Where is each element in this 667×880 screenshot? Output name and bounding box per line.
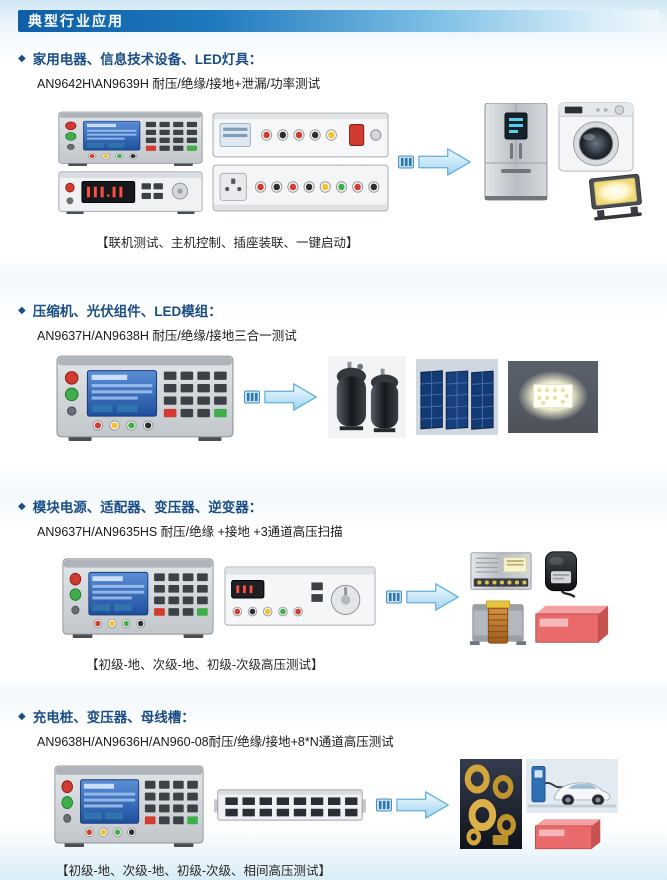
section-ev-chargers: ◆ 充电桩、变压器、母线槽： AN9638H/AN9636H/AN960-08耐…	[18, 706, 649, 879]
section-home-appliances: ◆ 家用电器、信息技术设备、LED灯具： AN9642H\AN9639H 耐压/…	[18, 48, 649, 251]
section-images-row	[54, 759, 649, 851]
page-title: 典型行业应用	[28, 13, 124, 29]
section-heading: 模块电源、适配器、变压器、逆变器：	[32, 500, 263, 515]
arrow-right-icon	[396, 789, 450, 821]
flow-arrow-group	[376, 789, 450, 821]
hipot-tester-image	[58, 110, 203, 166]
diamond-bullet-icon: ◆	[18, 500, 26, 512]
application-images	[460, 759, 620, 851]
connector-icon	[244, 390, 260, 404]
section-heading-row: ◆ 家用电器、信息技术设备、LED灯具：	[18, 48, 649, 68]
hipot-tester-image	[56, 353, 234, 441]
power-adapter-image	[540, 549, 582, 599]
socket-test-box-image	[212, 111, 389, 159]
flow-arrow-group	[244, 381, 318, 413]
flow-arrow-group	[398, 146, 472, 178]
section-subtitle: AN9637H/AN9635HS 耐压/绝缘 +接地 +3通道高压扫描	[37, 525, 343, 539]
scanner-unit-image	[214, 788, 366, 822]
ev-charging-image	[526, 759, 618, 813]
washing-machine-image	[557, 101, 635, 173]
arrow-right-icon	[406, 581, 460, 613]
section-images-row	[56, 353, 649, 441]
transformer-image	[470, 599, 526, 645]
tester-stack	[58, 110, 203, 214]
section-heading-row: ◆ 模块电源、适配器、变压器、逆变器：	[18, 496, 649, 516]
diamond-bullet-icon: ◆	[18, 304, 26, 316]
section-images-row	[62, 549, 649, 645]
terminal-box-image	[212, 163, 389, 213]
terminal-panel-image	[224, 565, 376, 629]
hipot-tester-image	[62, 556, 214, 638]
connector-icon	[398, 155, 414, 169]
section-heading-row: ◆ 充电桩、变压器、母线槽：	[18, 706, 649, 726]
section-heading-row: ◆ 压缩机、光伏组件、LED模组：	[18, 300, 649, 320]
connector-icon	[376, 798, 392, 812]
diamond-bullet-icon: ◆	[18, 52, 26, 64]
section-caption: 【初级-地、次级-地、初级-次级、相间高压测试】	[56, 864, 331, 878]
section-subtitle: AN9637H/AN9638H 耐压/绝缘/接地三合一测试	[37, 329, 297, 343]
diamond-bullet-icon: ◆	[18, 710, 26, 722]
section-heading: 家用电器、信息技术设备、LED灯具：	[32, 52, 263, 67]
power-meter-image	[58, 170, 203, 214]
section-subtitle: AN9638H/AN9636H/AN960-08耐压/绝缘/接地+8*N通道高压…	[37, 735, 394, 749]
fixture-stack	[212, 111, 389, 213]
arrow-right-icon	[264, 381, 318, 413]
section-caption: 【初级-地、次级-地、初级-次级高压测试】	[86, 658, 324, 672]
refrigerator-image	[481, 103, 551, 203]
switching-power-supply-image	[470, 551, 532, 593]
led-floodlight-image	[585, 173, 647, 221]
section-power-modules: ◆ 模块电源、适配器、变压器、逆变器： AN9637H/AN9635HS 耐压/…	[18, 496, 649, 673]
flow-arrow-group	[386, 581, 460, 613]
solar-panels-image	[416, 359, 498, 435]
page-header-bar: 典型行业应用	[18, 10, 659, 32]
power-module-image	[532, 603, 610, 645]
hipot-tester-image	[54, 763, 204, 847]
section-compressors-pv: ◆ 压缩机、光伏组件、LED模组： AN9637H/AN9638H 耐压/绝缘/…	[18, 300, 649, 441]
compressors-image	[328, 356, 406, 438]
section-heading: 压缩机、光伏组件、LED模组：	[32, 304, 222, 319]
arrow-right-icon	[418, 146, 472, 178]
application-images	[481, 101, 649, 223]
connector-icon	[386, 590, 402, 604]
power-module-image	[532, 817, 602, 851]
section-images-row	[58, 101, 649, 223]
magnetic-cores-image	[460, 759, 522, 849]
application-images	[470, 549, 620, 645]
section-subtitle: AN9642H\AN9639H 耐压/绝缘/接地+泄漏/功率测试	[37, 77, 321, 91]
section-caption: 【联机测试、主机控制、插座装联、一键启动】	[96, 236, 359, 250]
section-heading: 充电桩、变压器、母线槽：	[32, 710, 195, 725]
led-module-image	[508, 361, 598, 433]
